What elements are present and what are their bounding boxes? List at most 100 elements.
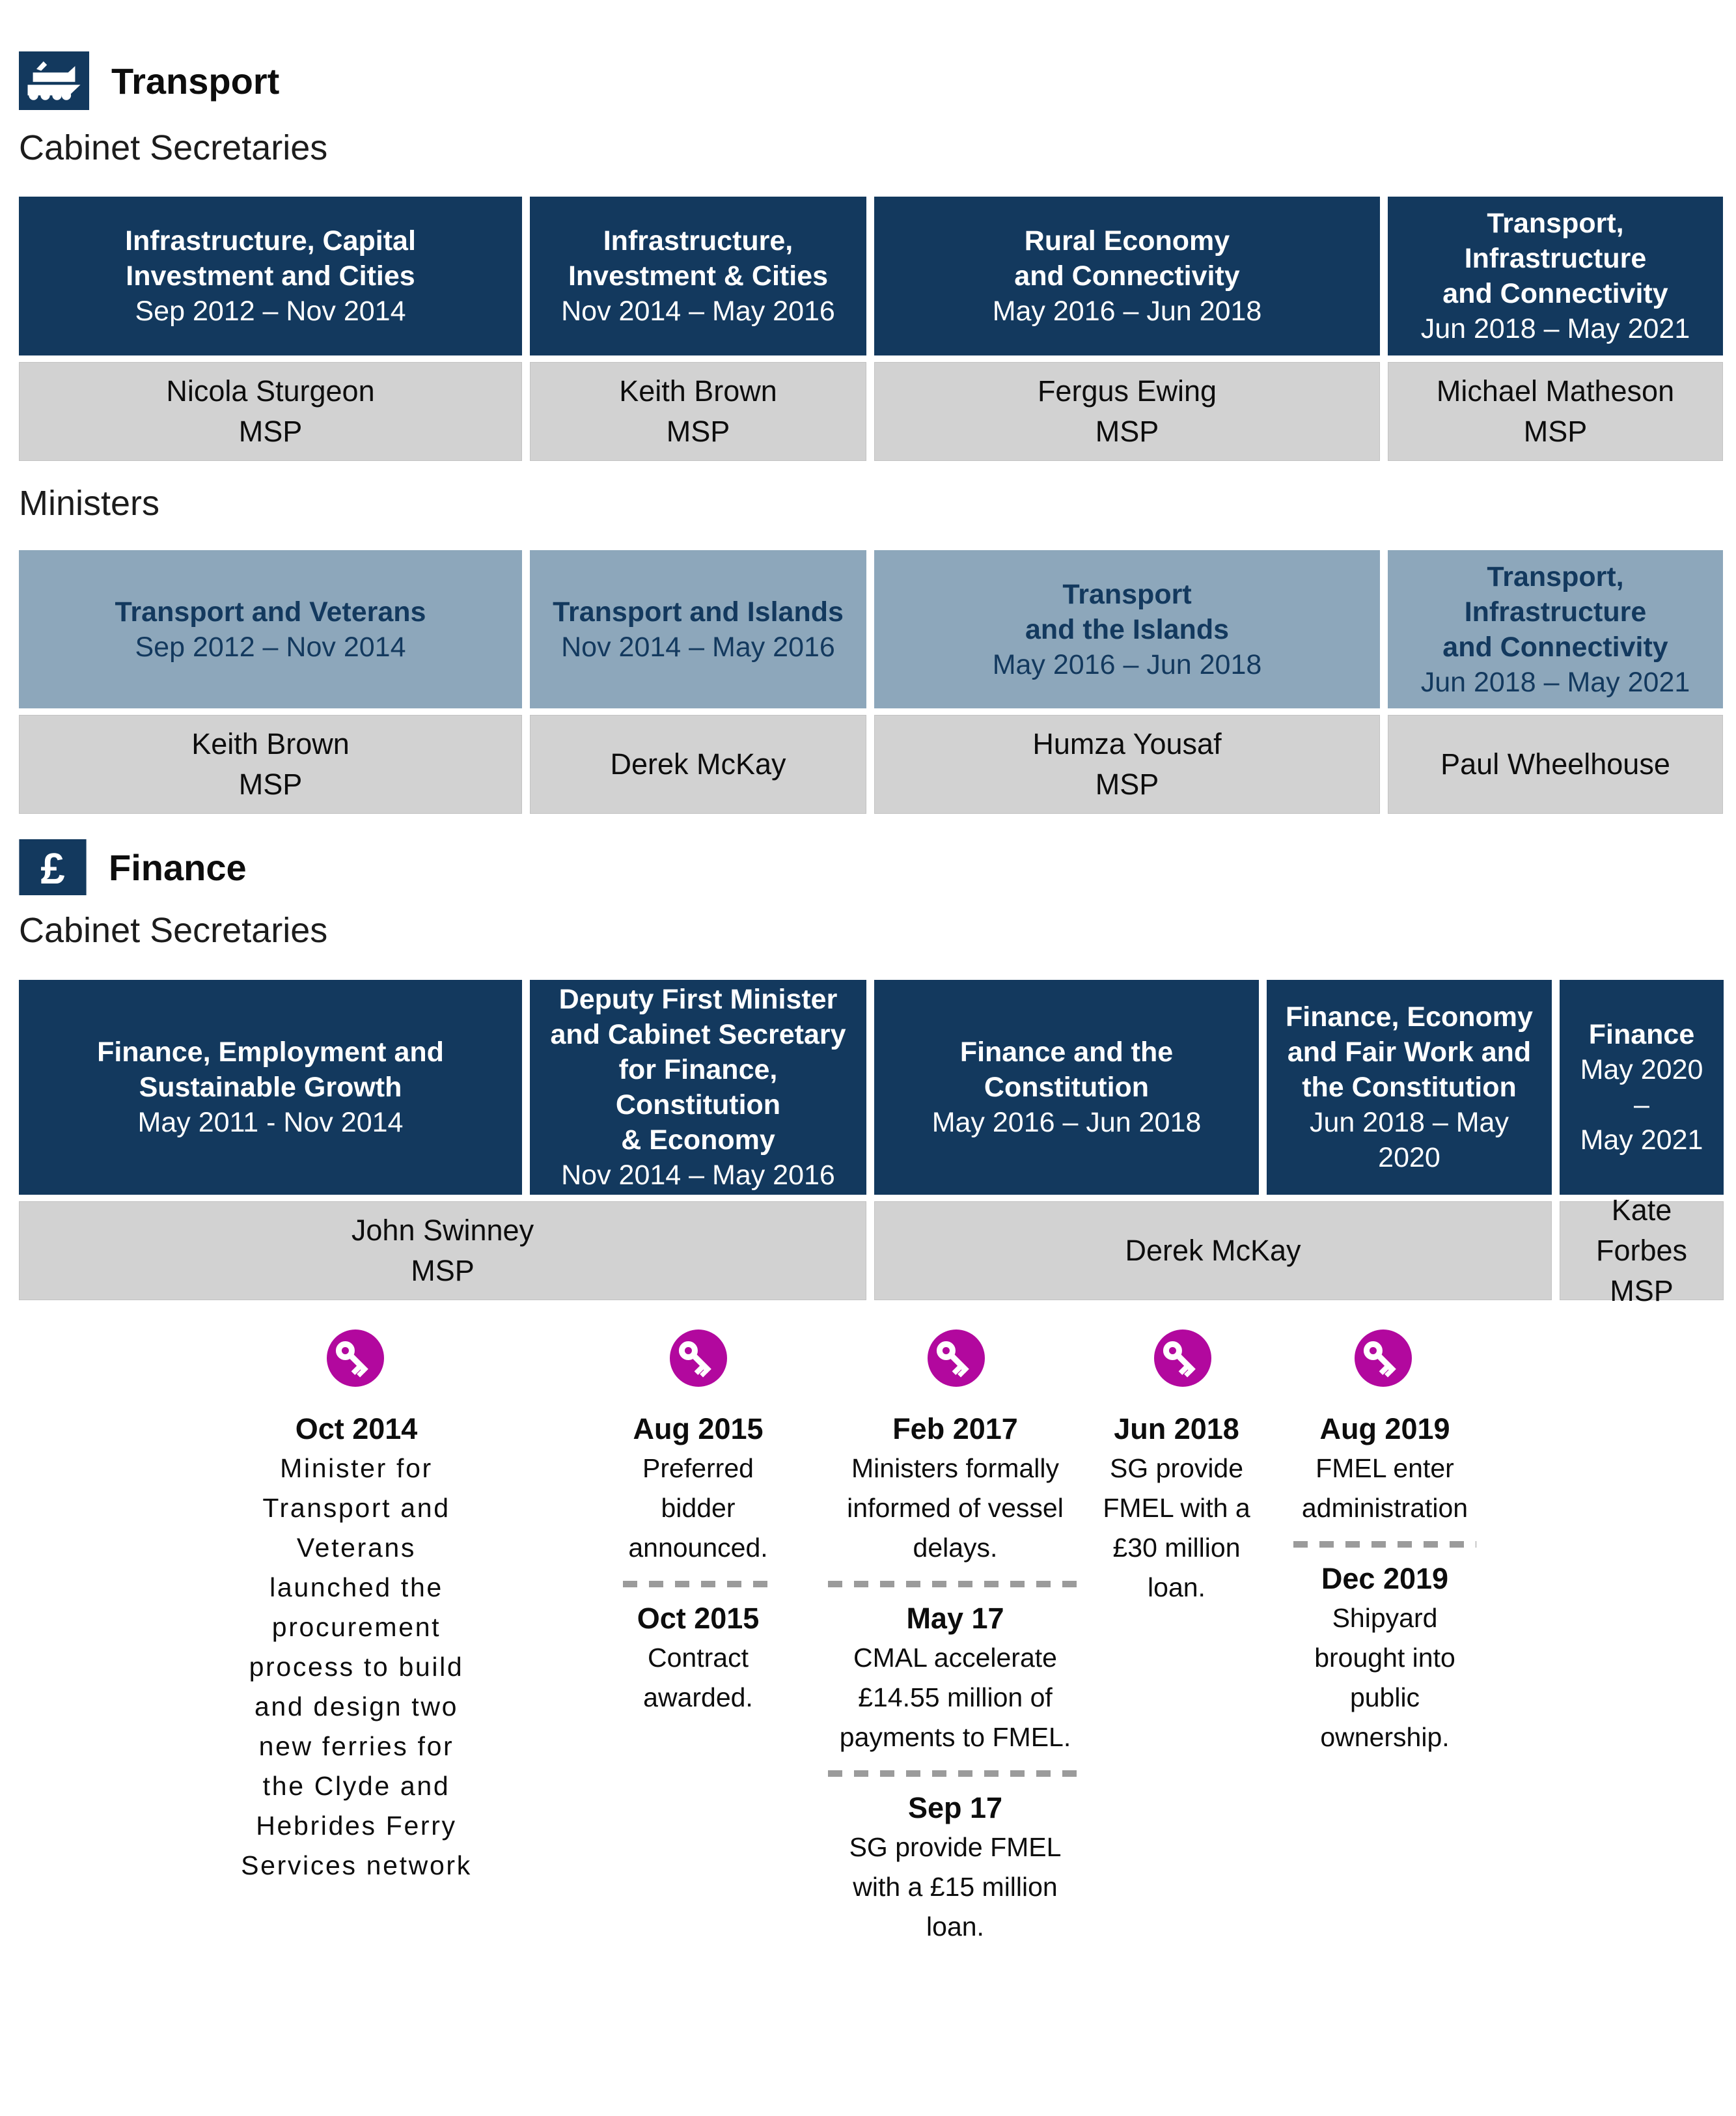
role-period: May 2011 - Nov 2014 [137, 1107, 404, 1138]
finance-cabinet-roles-row: Finance, Employment and Sustainable Grow… [19, 980, 1724, 1195]
finance-cabinet-role-1: Finance, Employment and Sustainable Grow… [19, 980, 522, 1195]
timeline-text: SG provide FMEL with a £30 million loan. [1103, 1453, 1250, 1602]
role-title: Finance and the Constitution [959, 1037, 1174, 1103]
timeline-entry: Aug 2015 Preferred bidder announced. [622, 1410, 775, 1568]
transport-minister-role-2: Transport and Islands Nov 2014 – May 201… [530, 550, 866, 708]
person-name: Michael Matheson [1436, 374, 1675, 408]
timeline-date: Jun 2018 [1114, 1412, 1239, 1445]
transport-section-header: Transport [19, 51, 279, 111]
person-name: Paul Wheelhouse [1440, 747, 1670, 781]
finance-cabinet-role-3: Finance and the Constitution May 2016 – … [874, 980, 1259, 1195]
transport-minister-name-4: Paul Wheelhouse [1388, 715, 1723, 814]
person-name: Kate Forbes [1595, 1193, 1688, 1267]
timeline-date: Oct 2015 [637, 1602, 760, 1635]
person-suffix: MSP [1095, 415, 1159, 448]
timeline-column-1: Oct 2014 Minister for Transport and Vete… [238, 1410, 475, 1886]
timeline-date: Aug 2015 [633, 1412, 764, 1445]
timeline-entry: Aug 2019 FMEL enter administration [1292, 1410, 1478, 1528]
person-name: Derek McKay [1125, 1234, 1301, 1267]
transport-section-title: Transport [111, 60, 280, 102]
timeline-entry: Dec 2019 Shipyard brought into public ow… [1292, 1559, 1478, 1757]
key-icon [928, 1329, 985, 1387]
ferry-icon [19, 51, 89, 111]
finance-cabinet-role-4: Finance, Economy and Fair Work and the C… [1267, 980, 1552, 1195]
person-name: Fergus Ewing [1037, 374, 1217, 408]
timeline-entry: Jun 2018 SG provide FMEL with a £30 mill… [1097, 1410, 1256, 1608]
person-name: Keith Brown [191, 727, 350, 760]
dashed-divider [828, 1770, 1082, 1777]
role-title: Transport, Infrastructure and Connectivi… [1442, 208, 1668, 309]
role-period: May 2020 – May 2021 [1580, 1054, 1703, 1156]
timeline-column-2: Aug 2015 Preferred bidder announced. Oct… [622, 1410, 775, 1718]
role-title: Deputy First Minister and Cabinet Secret… [550, 984, 846, 1156]
transport-cabinet-names-row: Nicola Sturgeon MSP Keith Brown MSP Ferg… [19, 362, 1723, 461]
transport-cabinet-name-3: Fergus Ewing MSP [874, 362, 1380, 461]
timeline-entry: Oct 2015 Contract awarded. [622, 1599, 775, 1718]
finance-cabinet-role-2: Deputy First Minister and Cabinet Secret… [530, 980, 866, 1195]
person-suffix: MSP [238, 415, 303, 448]
transport-ministers-label: Ministers [19, 484, 160, 523]
timeline-text: CMAL accelerate £14.55 million of paymen… [839, 1643, 1071, 1752]
finance-name-1: John Swinney MSP [19, 1201, 866, 1300]
person-suffix: MSP [411, 1254, 475, 1287]
role-title: Infrastructure, Capital Investment and C… [125, 225, 416, 292]
transport-cabinet-secretaries-label: Cabinet Secretaries [19, 128, 328, 167]
finance-name-3: Kate Forbes MSP [1560, 1193, 1724, 1307]
timeline-text: Minister for Transport and Veterans laun… [241, 1453, 472, 1880]
timeline-date: Sep 17 [907, 1791, 1003, 1824]
finance-names-row: John Swinney MSP Derek McKay Kate Forbes… [19, 1193, 1724, 1307]
timeline-column-3: Feb 2017 Ministers formally informed of … [827, 1410, 1084, 1947]
key-icon [1355, 1329, 1412, 1387]
person-name: Humza Yousaf [1032, 727, 1222, 760]
role-period: May 2016 – Jun 2018 [992, 648, 1262, 680]
timeline-date: May 17 [906, 1602, 1004, 1635]
timeline-text: SG provide FMEL with a £15 million loan. [849, 1832, 1062, 1942]
timeline-text: Shipyard brought into public ownership. [1314, 1603, 1455, 1752]
role-title: Rural Economy and Connectivity [1014, 225, 1240, 292]
transport-minister-name-1: Keith Brown MSP [19, 715, 522, 814]
timeline-date: Aug 2019 [1319, 1412, 1450, 1445]
timeline-column-5: Aug 2019 FMEL enter administration Dec 2… [1292, 1410, 1478, 1757]
dashed-divider [623, 1581, 773, 1587]
transport-minister-role-4: Transport, Infrastructure and Connectivi… [1388, 550, 1723, 708]
key-icon [327, 1329, 384, 1387]
person-name: Keith Brown [619, 374, 777, 408]
person-name: Derek McKay [610, 747, 786, 781]
timeline-entry: Feb 2017 Ministers formally informed of … [827, 1410, 1084, 1568]
person-suffix: MSP [1610, 1274, 1674, 1307]
person-suffix: MSP [1095, 768, 1159, 801]
transport-cabinet-role-3: Rural Economy and Connectivity May 2016 … [874, 197, 1380, 355]
dashed-divider [828, 1581, 1082, 1587]
transport-cabinet-name-1: Nicola Sturgeon MSP [19, 362, 522, 461]
role-title: Finance, Employment and Sustainable Grow… [97, 1037, 444, 1103]
transport-cabinet-roles-row: Infrastructure, Capital Investment and C… [19, 197, 1723, 355]
role-period: Sep 2012 – Nov 2014 [135, 631, 406, 663]
timeline-date: Feb 2017 [892, 1412, 1018, 1445]
person-suffix: MSP [666, 415, 730, 448]
transport-minister-names-row: Keith Brown MSP Derek McKay Humza Yousaf… [19, 715, 1723, 814]
role-period: Nov 2014 – May 2016 [561, 296, 835, 327]
timeline-entry: Oct 2014 Minister for Transport and Vete… [238, 1410, 475, 1886]
timeline-column-4: Jun 2018 SG provide FMEL with a £30 mill… [1097, 1410, 1256, 1608]
finance-section-title: Finance [109, 846, 247, 888]
transport-minister-role-3: Transport and the Islands May 2016 – Jun… [874, 550, 1380, 708]
role-period: Sep 2012 – Nov 2014 [135, 296, 406, 327]
transport-cabinet-role-4: Transport, Infrastructure and Connectivi… [1388, 197, 1723, 355]
person-suffix: MSP [1523, 415, 1588, 448]
finance-section-header: £ Finance [19, 839, 247, 895]
transport-minister-name-2: Derek McKay [530, 715, 866, 814]
svg-text:£: £ [40, 844, 64, 893]
role-title: Transport, Infrastructure and Connectivi… [1442, 561, 1668, 663]
role-title: Infrastructure, Investment & Cities [568, 225, 829, 292]
timeline-date: Oct 2014 [295, 1412, 418, 1445]
role-period: Jun 2018 – May 2020 [1310, 1107, 1509, 1173]
dashed-divider [1293, 1541, 1476, 1548]
finance-cabinet-role-5: Finance May 2020 – May 2021 [1560, 980, 1724, 1195]
role-period: Jun 2018 – May 2021 [1420, 666, 1690, 698]
transport-cabinet-role-1: Infrastructure, Capital Investment and C… [19, 197, 522, 355]
timeline-date: Dec 2019 [1321, 1562, 1449, 1595]
person-name: John Swinney [351, 1214, 534, 1247]
key-icon [670, 1329, 727, 1387]
role-period: Nov 2014 – May 2016 [561, 631, 835, 663]
